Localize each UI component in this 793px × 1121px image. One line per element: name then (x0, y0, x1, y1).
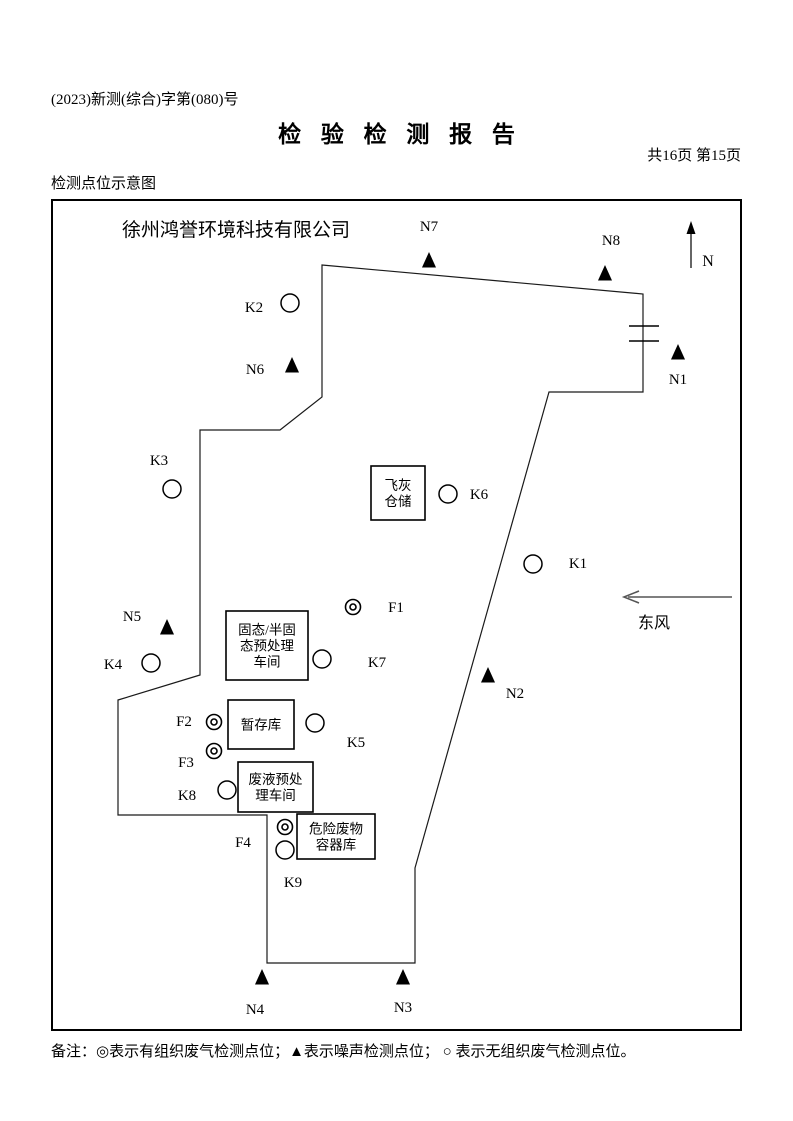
organized-point-f4: F4 (235, 818, 294, 851)
building-label-line: 废液预处 (249, 772, 303, 787)
building-label-line: 暂存库 (241, 718, 282, 733)
north-arrow-head-icon (686, 221, 696, 234)
point-label: N4 (246, 1002, 265, 1018)
point-label: F4 (235, 835, 251, 851)
building-temporary-storage: 暂存库 (227, 699, 295, 750)
double-circle-inner-icon (349, 603, 357, 611)
point-label: N7 (420, 219, 439, 235)
wind-direction-label: 东风 (638, 614, 670, 632)
diagram-legend-note: 备注：◎表示有组织废气检测点位；▲表示噪声检测点位； ○ 表示无组织废气检测点位… (51, 1044, 636, 1060)
circle-icon (305, 713, 325, 733)
circle-icon (141, 653, 161, 673)
building-label-line: 固态/半固 (238, 623, 296, 638)
unorganized-point-k1: K1 (523, 554, 587, 574)
unorganized-point-k9: K9 (275, 840, 302, 891)
company-name-label: 徐州鸿誉环境科技有限公司 (122, 219, 350, 241)
circle-icon (280, 293, 300, 313)
circle-icon (523, 554, 543, 574)
building-outline (237, 761, 314, 813)
building-label-line: 车间 (254, 654, 281, 670)
building-outline (227, 699, 295, 750)
building-label-line: 危险废物 (309, 822, 363, 837)
noise-point-n3: N3 (394, 969, 412, 1016)
site-boundary-outline (117, 264, 644, 964)
building-label-line: 飞灰 (385, 478, 412, 493)
site-layout-diagram-frame: 徐州鸿誉环境科技有限公司 N 东风 飞灰仓储固态/半固态预处理车间暂存库废液预处理车间… (51, 199, 742, 1031)
organized-point-f2: F2 (176, 713, 223, 731)
building-outline (296, 813, 376, 860)
unorganized-point-k4: K4 (104, 653, 161, 673)
unorganized-point-k5: K5 (305, 713, 365, 751)
point-label: F1 (388, 600, 404, 616)
double-circle-inner-icon (210, 718, 218, 726)
triangle-icon (670, 344, 686, 360)
section-title: 检测点位示意图 (51, 176, 157, 192)
unorganized-point-k6: K6 (438, 484, 489, 504)
circle-icon (217, 780, 237, 800)
point-label: K6 (470, 487, 489, 503)
building-outline (370, 465, 426, 521)
triangle-icon (254, 969, 270, 985)
unorganized-point-k2: K2 (245, 293, 300, 316)
triangle-icon (597, 265, 613, 281)
document-number: (2023)新测(综合)字第(080)号 (51, 92, 239, 108)
point-label: K2 (245, 300, 263, 316)
circle-icon (162, 479, 182, 499)
triangle-icon (480, 667, 496, 683)
organized-point-f1: F1 (344, 598, 404, 616)
point-label: K4 (104, 657, 123, 673)
unorganized-point-k3: K3 (150, 453, 182, 499)
circle-icon (438, 484, 458, 504)
double-circle-inner-icon (210, 747, 218, 755)
page-count: 共16页 第15页 (647, 148, 741, 164)
point-label: K8 (178, 788, 196, 804)
point-label: N8 (602, 233, 620, 249)
noise-point-n7: N7 (420, 219, 439, 268)
circle-icon (275, 840, 295, 860)
building-label-line: 理车间 (255, 787, 296, 803)
page-title: 检 验 检 测 报 告 (278, 122, 522, 147)
north-label: N (702, 253, 714, 270)
organized-point-f3: F3 (178, 742, 223, 771)
point-label: N1 (669, 372, 687, 388)
triangle-icon (421, 252, 437, 268)
point-label: K9 (284, 875, 302, 891)
building-outline (225, 610, 309, 681)
circle-icon (312, 649, 332, 669)
noise-point-n2: N2 (480, 667, 524, 702)
point-label: K5 (347, 735, 365, 751)
wind-arrow-head-icon (621, 590, 640, 604)
noise-point-n4: N4 (246, 969, 270, 1018)
point-label: N3 (394, 1000, 412, 1016)
point-label: N6 (246, 362, 265, 378)
double-circle-inner-icon (281, 823, 289, 831)
point-label: K7 (368, 655, 387, 671)
unorganized-point-k8: K8 (178, 780, 237, 804)
triangle-icon (395, 969, 411, 985)
noise-point-n8: N8 (597, 233, 620, 281)
unorganized-point-k7: K7 (312, 649, 387, 671)
building-label-line: 容器库 (316, 837, 357, 853)
building-label-line: 仓储 (385, 494, 412, 509)
point-label: K3 (150, 453, 168, 469)
triangle-icon (284, 357, 300, 373)
point-label: K1 (569, 556, 587, 572)
point-label: N2 (506, 686, 524, 702)
triangle-icon (159, 619, 175, 635)
point-label: N5 (123, 609, 141, 625)
noise-point-n1: N1 (669, 344, 687, 388)
site-layout-diagram: 徐州鸿誉环境科技有限公司 N 东风 飞灰仓储固态/半固态预处理车间暂存库废液预处理车间… (104, 219, 732, 1018)
building-label-line: 态预处理 (240, 639, 294, 654)
point-label: F2 (176, 714, 192, 730)
noise-point-n5: N5 (123, 609, 175, 635)
noise-point-n6: N6 (246, 357, 300, 378)
point-label: F3 (178, 755, 194, 771)
